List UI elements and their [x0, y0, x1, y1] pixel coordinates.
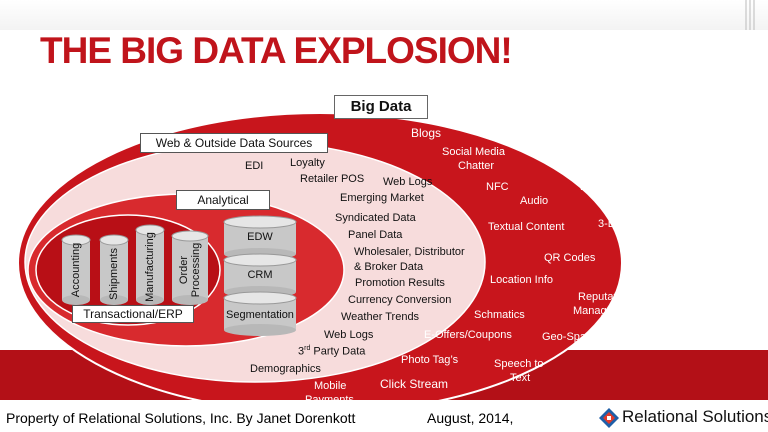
mobile-payments-line1-label: Mobile	[314, 380, 347, 392]
big-data-label: Big Data	[334, 95, 428, 119]
loyalty-label: Loyalty	[290, 157, 325, 169]
footer-date-text: August, 2014,	[427, 410, 514, 426]
third-party-data-label: 3rd Party Data	[298, 345, 366, 358]
corner-decoration	[745, 0, 755, 30]
reputation-line1-label: Reputation	[578, 291, 632, 303]
reputation-line2-label: Management	[573, 305, 638, 317]
promotion-results-label: Promotion Results	[355, 277, 445, 289]
blogs-label: Blogs	[411, 126, 442, 140]
wholesaler-line1-label: Wholesaler, Distributor	[354, 246, 465, 258]
location-info-label: Location Info	[490, 274, 553, 286]
social-media-line1-label: Social Media	[442, 146, 505, 158]
cylinder-segmentation	[223, 291, 297, 336]
wholesaler-line2-label: & Broker Data	[354, 261, 424, 273]
audio-label: Audio	[520, 195, 549, 207]
logo-icon	[599, 408, 619, 428]
accounting-label: Accounting	[70, 242, 82, 298]
panel-data-label: Panel Data	[348, 229, 403, 241]
schmatics-label: Schmatics	[474, 309, 525, 321]
page-title: THE BIG DATA EXPLOSION!	[40, 30, 513, 71]
speech-to-text-line1-label: Speech to	[494, 358, 544, 370]
manufacturing-label: Manufacturing	[144, 232, 156, 302]
geo-spacial-label: Geo-Spacial	[542, 331, 603, 343]
mobile-tracking-label: Mobile Tracking	[528, 144, 606, 156]
cylinder-edw	[223, 215, 297, 260]
weather-trends-label: Weather Trends	[341, 311, 420, 323]
speech-to-text-line2-label: Text	[510, 372, 531, 384]
shipments-label: Shipments	[108, 248, 120, 300]
cylinder-order-processing	[171, 230, 209, 305]
crm-label: CRM	[247, 269, 273, 281]
edi-label: EDI	[245, 160, 264, 172]
analytical-label: Analytical	[176, 190, 270, 210]
cylinder-shipments	[99, 234, 129, 305]
logo-text: Relational Solutions	[622, 407, 768, 426]
sms-label: SMS/MSS	[476, 121, 527, 133]
web-logs-1-label: Web Logs	[383, 176, 433, 188]
cylinder-accounting	[61, 234, 91, 305]
syndicated-data-label: Syndicated Data	[335, 212, 416, 224]
emerging-market-label: Emerging Market	[340, 192, 424, 204]
textual-content-label: Textual Content	[488, 221, 565, 233]
footer: Property of Relational Solutions, Inc. B…	[0, 400, 768, 432]
rfid-label: RFID	[622, 246, 648, 258]
edw-label: EDW	[247, 231, 273, 243]
social-media-line2-label: Chatter	[458, 160, 495, 172]
video-label: Video	[578, 181, 606, 193]
cylinder-manufacturing	[135, 224, 165, 305]
web-outside-label: Web & Outside Data Sources	[140, 133, 328, 153]
web-logs-2-label: Web Logs	[324, 329, 374, 341]
e-offers-label: E-Offers/Coupons	[424, 329, 512, 341]
footer-property-text: Property of Relational Solutions, Inc. B…	[6, 410, 356, 426]
nfc-label: NFC	[486, 181, 509, 193]
qr-codes-label: QR Codes	[544, 252, 596, 264]
currency-conversion-label: Currency Conversion	[348, 294, 452, 306]
three-d-content-label: 3-D Content	[598, 218, 658, 230]
retailer-pos-label: Retailer POS	[300, 173, 365, 185]
top-band	[0, 0, 768, 30]
click-stream-label: Click Stream	[380, 377, 449, 391]
transactional-label: Transactional/ERP	[72, 305, 194, 323]
order-processing-label: Order Processing	[178, 242, 202, 298]
segmentation-label: Segmentation	[226, 309, 294, 321]
relational-solutions-logo: Relational Solutions	[598, 406, 768, 430]
photo-tags-label: Photo Tag’s	[401, 354, 459, 366]
demographics-label: Demographics	[250, 363, 321, 375]
